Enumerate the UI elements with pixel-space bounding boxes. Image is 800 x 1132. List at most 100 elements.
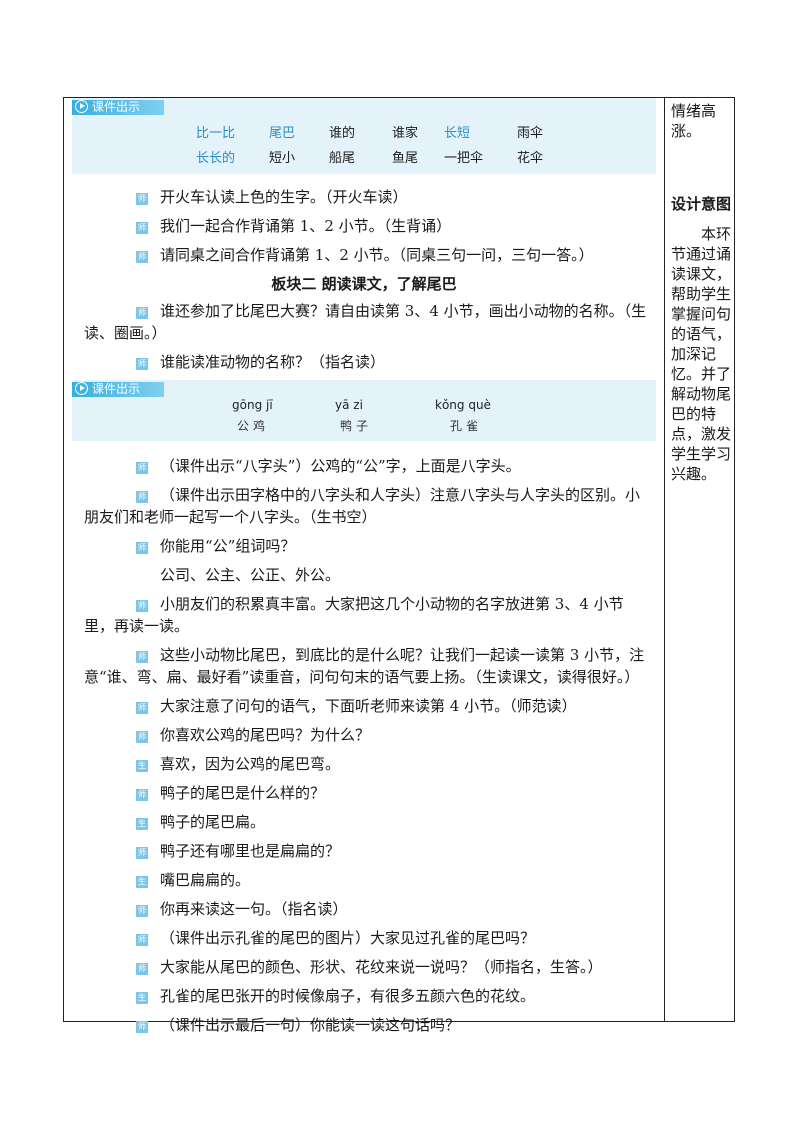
paragraph-text: 鸭子还有哪里也是扁扁的？: [160, 842, 341, 860]
teacher-tag-icon: 师: [136, 847, 148, 859]
paragraph-text: （课件出示最后一句）你能读一读这句话吗？: [160, 1016, 461, 1034]
paragraph: 师 （课件出示“八字头”）公鸡的“公”字，上面是八字头。: [64, 455, 664, 477]
paragraph: 师你喜欢公鸡的尾巴吗？为什么？: [64, 724, 664, 746]
paragraph-text: （课件出示“八字头”）公鸡的“公”字，上面是八字头。: [160, 457, 521, 475]
paragraph-text: （课件出示田字格中的八字头和人字头）注意八字头与人字头的区别。小朋友们和老师一起…: [84, 486, 641, 526]
paragraph-text: 大家能从尾巴的颜色、形状、花纹来说一说吗？（师指名，生答。）: [160, 958, 603, 976]
paragraph-text: 你能用“公”组词吗？: [160, 537, 296, 555]
paragraph-text: 鸭子的尾巴是什么样的？: [160, 784, 326, 802]
courseware-box-1: 课件出示 比一比 尾巴 谁的 谁家 长短 雨伞 长长的 短小 船尾 鱼尾 一把伞…: [72, 98, 656, 174]
paragraph: 生嘴巴扁扁的。: [64, 869, 664, 891]
play-icon: [75, 382, 88, 395]
paragraph: 师大家注意了问句的语气，下面听老师来读第 4 小节。（师范读）: [64, 695, 664, 717]
student-tag-icon: 生: [136, 876, 148, 888]
paragraph-text: 谁能读准动物的名称？（指名读）: [160, 353, 386, 371]
word: 长短: [444, 126, 471, 141]
teacher-tag-icon: 师: [136, 462, 148, 474]
paragraph-text: 鸭子的尾巴扁。: [160, 813, 266, 831]
paragraph: 师 （课件出示孔雀的尾巴的图片）大家见过孔雀的尾巴吗？: [64, 927, 664, 949]
paragraph-text: 喜欢，因为公鸡的尾巴弯。: [160, 755, 341, 773]
paragraph: 师开火车认读上色的生字。（开火车读）: [64, 186, 664, 208]
paragraph-text: 我们一起合作背诵第 1、2 小节。（生背诵）: [160, 217, 452, 235]
design-intent-title: 设计意图: [671, 195, 732, 213]
design-intent-body: 本环节通过诵读课文，帮助学生掌握问句的语气，加深记忆。并了解动物尾巴的特点，激发…: [671, 225, 732, 483]
paragraph-text: 嘴巴扁扁的。: [160, 871, 251, 889]
teacher-tag-icon: 师: [136, 651, 148, 663]
teacher-tag-icon: 师: [136, 307, 148, 319]
paragraph-group-c: 师（课件出示“八字头”）公鸡的“公”字，上面是八字头。师（课件出示田字格中的八字…: [64, 441, 664, 1036]
paragraph: 师我们一起合作背诵第 1、2 小节。（生背诵）: [64, 215, 664, 237]
paragraph: 师你再来读这一句。（指名读）: [64, 898, 664, 920]
word: 雨伞: [517, 126, 544, 141]
teacher-tag-icon: 师: [136, 934, 148, 946]
paragraph: 生孔雀的尾巴张开的时候像扇子，有很多五颜六色的花纹。: [64, 985, 664, 1007]
pinyin: kǒng què: [435, 398, 491, 412]
word: 花伞: [517, 151, 544, 166]
paragraph-text: 谁还参加了比尾巴大赛？请自由读第 3、4 小节，画出小动物的名称。（生读、圈画。…: [84, 302, 647, 342]
paragraph-group-b: 师谁还参加了比尾巴大赛？请自由读第 3、4 小节，画出小动物的名称。（生读、圈画…: [64, 295, 664, 373]
courseware-box-2: 课件出示 gōng jī yā zi kǒng què 公鸡 鸭子 孔雀: [72, 380, 656, 441]
teacher-tag-icon: 师: [136, 905, 148, 917]
word: 谁的: [329, 126, 356, 141]
paragraph: 师大家能从尾巴的颜色、形状、花纹来说一说吗？（师指名，生答。）: [64, 956, 664, 978]
paragraph: 生喜欢，因为公鸡的尾巴弯。: [64, 753, 664, 775]
teacher-tag-icon: 师: [136, 600, 148, 612]
student-tag-icon: 生: [136, 818, 148, 830]
hanzi: 孔雀: [450, 419, 483, 433]
pinyin: gōng jī: [232, 398, 273, 412]
column-divider: [664, 98, 665, 1021]
paragraph-text: 请同桌之间合作背诵第 1、2 小节。（同桌三句一问，三句一答。）: [160, 246, 594, 264]
lesson-table: 课件出示 比一比 尾巴 谁的 谁家 长短 雨伞 长长的 短小 船尾 鱼尾 一把伞…: [63, 97, 735, 1034]
paragraph: 师鸭子还有哪里也是扁扁的？: [64, 840, 664, 862]
paragraph: 公司、公主、公正、外公。: [64, 564, 664, 586]
paragraph: 师谁能读准动物的名称？（指名读）: [64, 351, 664, 373]
word: 一把伞: [444, 151, 484, 166]
teacher-tag-icon: 师: [136, 789, 148, 801]
paragraph-text: 你再来读这一句。（指名读）: [160, 900, 348, 918]
paragraph-text: 开火车认读上色的生字。（开火车读）: [160, 188, 408, 206]
paragraph: 师 （课件出示最后一句）你能读一读这句话吗？: [64, 1014, 664, 1036]
teacher-tag-icon: 师: [136, 358, 148, 370]
paragraph-text: 大家注意了问句的语气，下面听老师来读第 4 小节。（师范读）: [160, 697, 577, 715]
word: 比一比: [196, 126, 236, 141]
word: 长长的: [196, 151, 236, 166]
section-heading: 板块二 朗读课文，了解尾巴: [271, 275, 457, 293]
student-tag-icon: 生: [136, 992, 148, 1004]
teacher-tag-icon: 师: [136, 193, 148, 205]
side-column: 情绪高涨。 设计意图 本环节通过诵读课文，帮助学生掌握问句的语气，加深记忆。并了…: [665, 98, 735, 1021]
paragraph: 师这些小动物比尾巴，到底比的是什么呢？让我们一起读一读第 3 小节，注意“谁、弯…: [64, 644, 664, 688]
teacher-tag-icon: 师: [136, 731, 148, 743]
paragraph: 师小朋友们的积累真丰富。大家把这几个小动物的名字放进第 3、4 小节里，再读一读…: [64, 593, 664, 637]
paragraph: 师你能用“公”组词吗？: [64, 535, 664, 557]
main-column: 课件出示 比一比 尾巴 谁的 谁家 长短 雨伞 长长的 短小 船尾 鱼尾 一把伞…: [64, 98, 664, 1034]
teacher-tag-icon: 师: [136, 222, 148, 234]
paragraph-text: 公司、公主、公正、外公。: [160, 566, 341, 584]
word: 尾巴: [269, 126, 296, 141]
paragraph-text: （课件出示孔雀的尾巴的图片）大家见过孔雀的尾巴吗？: [160, 929, 536, 947]
teacher-tag-icon: 师: [136, 963, 148, 975]
word: 鱼尾: [392, 151, 419, 166]
paragraph-text: 孔雀的尾巴张开的时候像扇子，有很多五颜六色的花纹。: [160, 987, 536, 1005]
word: 谁家: [392, 126, 419, 141]
courseware-tag: 课件出示: [72, 100, 164, 115]
teacher-tag-icon: 师: [136, 251, 148, 263]
paragraph-group-a: 师开火车认读上色的生字。（开火车读）师我们一起合作背诵第 1、2 小节。（生背诵…: [64, 174, 664, 266]
teacher-tag-icon: 师: [136, 702, 148, 714]
hanzi: 鸭子: [340, 419, 373, 433]
pinyin: yā zi: [335, 398, 363, 412]
hanzi: 公鸡: [237, 419, 270, 433]
paragraph: 师请同桌之间合作背诵第 1、2 小节。（同桌三句一问，三句一答。）: [64, 244, 664, 266]
teacher-tag-icon: 师: [136, 491, 148, 503]
paragraph: 师谁还参加了比尾巴大赛？请自由读第 3、4 小节，画出小动物的名称。（生读、圈画…: [64, 300, 664, 344]
side-note: 情绪高涨。: [671, 102, 717, 140]
play-icon: [75, 100, 88, 113]
paragraph: 师鸭子的尾巴是什么样的？: [64, 782, 664, 804]
word: 船尾: [329, 151, 356, 166]
word: 短小: [269, 151, 296, 166]
student-tag-icon: 生: [136, 760, 148, 772]
teacher-tag-icon: 师: [136, 1021, 148, 1033]
paragraph-text: 小朋友们的积累真丰富。大家把这几个小动物的名字放进第 3、4 小节里，再读一读。: [84, 595, 624, 635]
paragraph: 师（课件出示田字格中的八字头和人字头）注意八字头与人字头的区别。小朋友们和老师一…: [64, 484, 664, 528]
paragraph: 生鸭子的尾巴扁。: [64, 811, 664, 833]
paragraph-text: 你喜欢公鸡的尾巴吗？为什么？: [160, 726, 371, 744]
